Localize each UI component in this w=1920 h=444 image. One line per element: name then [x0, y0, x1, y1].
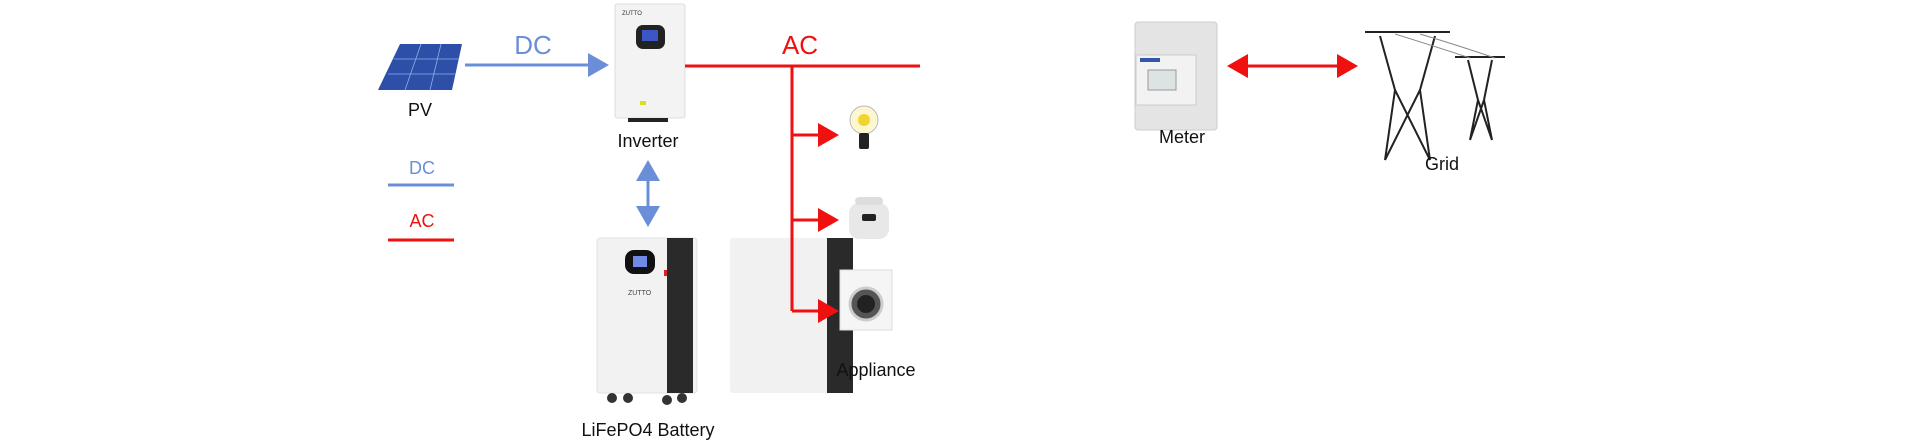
legend-ac-label: AC	[409, 211, 434, 231]
power-tower-icon	[1365, 31, 1505, 161]
battery-cabinet-icon: ZUTTO	[596, 237, 853, 405]
energy-meter-icon	[1134, 21, 1218, 131]
solar-panel-icon	[378, 43, 462, 91]
ac-edge-label: AC	[782, 30, 818, 60]
legend-dc-label: DC	[409, 158, 435, 178]
inverter-label: Inverter	[617, 131, 678, 151]
light-bulb-icon	[849, 105, 879, 149]
pv-label: PV	[408, 100, 432, 120]
battery-label: LiFePO4 Battery	[581, 420, 714, 440]
washing-machine-icon	[839, 269, 893, 331]
meter-label: Meter	[1159, 127, 1205, 147]
legend: DC AC	[388, 158, 454, 242]
appliance-label: Appliance	[836, 360, 915, 380]
battery-brand-logo: ZUTTO	[628, 290, 652, 297]
inverter-brand-logo: ZUTTO	[622, 11, 642, 17]
rice-cooker-icon	[849, 197, 889, 239]
dc-edge-label: DC	[514, 30, 552, 60]
grid-label: Grid	[1425, 154, 1459, 174]
inverter-icon: ZUTTO	[614, 3, 686, 122]
